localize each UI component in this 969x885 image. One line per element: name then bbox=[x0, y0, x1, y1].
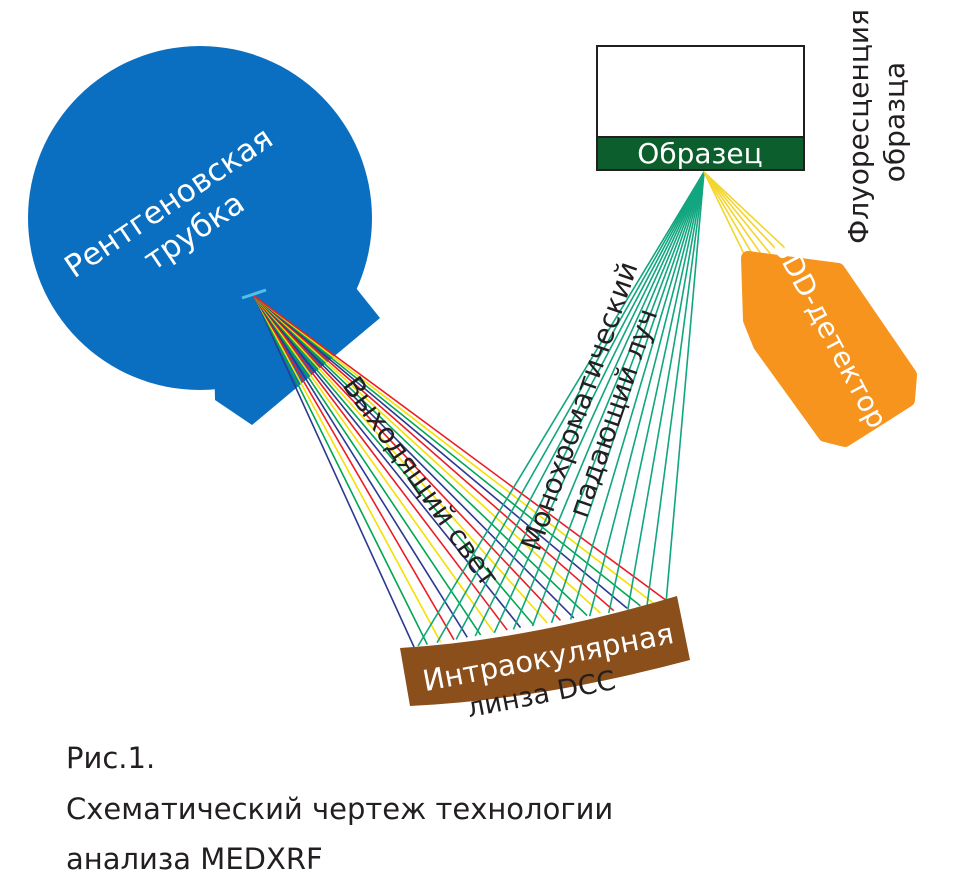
outgoing-ray bbox=[253, 295, 668, 602]
sample-label: Образец bbox=[637, 137, 762, 170]
incident-ray bbox=[569, 171, 705, 620]
sample-fluorescence-line2: образца bbox=[878, 62, 911, 182]
incident-ray bbox=[588, 171, 705, 617]
incident-ray bbox=[646, 171, 705, 607]
incident-ray bbox=[607, 171, 705, 614]
outgoing-ray bbox=[253, 295, 468, 638]
outgoing-ray bbox=[253, 295, 588, 617]
outgoing-ray bbox=[253, 295, 628, 609]
incident-ray bbox=[455, 171, 705, 640]
fluorescence-beams bbox=[703, 171, 786, 263]
lens: Интраокулярная линза DCC bbox=[400, 596, 690, 724]
outgoing-ray bbox=[253, 295, 548, 624]
outgoing-ray bbox=[253, 295, 482, 636]
sdd-detector-body bbox=[741, 251, 917, 447]
caption-title-line2: анализа MEDXRF bbox=[66, 842, 323, 876]
incident-ray bbox=[627, 171, 705, 610]
incident-ray bbox=[493, 171, 705, 634]
sdd-detector: SDD-детектор bbox=[741, 233, 917, 447]
fluorescence-ray bbox=[703, 171, 786, 249]
outgoing-ray bbox=[253, 295, 455, 641]
lens-body bbox=[400, 596, 690, 706]
outgoing-ray bbox=[253, 295, 495, 633]
fluorescence-ray bbox=[703, 171, 779, 252]
caption-title-line1: Схематический чертеж технологии bbox=[66, 792, 614, 826]
incident-ray bbox=[531, 171, 705, 627]
outgoing-ray bbox=[253, 295, 508, 631]
outgoing-ray bbox=[253, 295, 655, 605]
incident-ray bbox=[474, 171, 705, 637]
outgoing-ray bbox=[253, 295, 429, 645]
outgoing-ray bbox=[253, 295, 641, 607]
sample-fluorescence-label: Флуоресценция образца bbox=[842, 0, 911, 244]
incident-ray bbox=[512, 171, 705, 630]
incident-ray bbox=[550, 171, 705, 624]
caption-figure-number: Рис.1. bbox=[66, 741, 156, 775]
sample: Образец bbox=[596, 45, 805, 171]
sample-band bbox=[596, 136, 805, 171]
outgoing-ray bbox=[253, 295, 535, 626]
outgoing-ray bbox=[253, 295, 415, 648]
incident-beams bbox=[417, 171, 705, 647]
sample-fluorescence-line1: Флуоресценция bbox=[842, 9, 875, 244]
incident-ray bbox=[417, 171, 705, 647]
fluorescence-ray bbox=[703, 171, 757, 260]
fluorescence-ray bbox=[703, 171, 749, 263]
outgoing-ray bbox=[253, 295, 575, 619]
incident-beam-label: Монохроматический падающий луч bbox=[515, 249, 680, 566]
incident-ray bbox=[665, 171, 705, 604]
outgoing-ray bbox=[253, 295, 615, 612]
xray-tube-emitter bbox=[241, 288, 267, 300]
xray-tube: Рентгеновская трубка bbox=[28, 46, 380, 425]
incident-ray bbox=[436, 171, 705, 644]
fluorescence-ray bbox=[703, 171, 764, 257]
fluorescence-ray bbox=[703, 171, 771, 255]
outgoing-ray bbox=[253, 295, 442, 643]
